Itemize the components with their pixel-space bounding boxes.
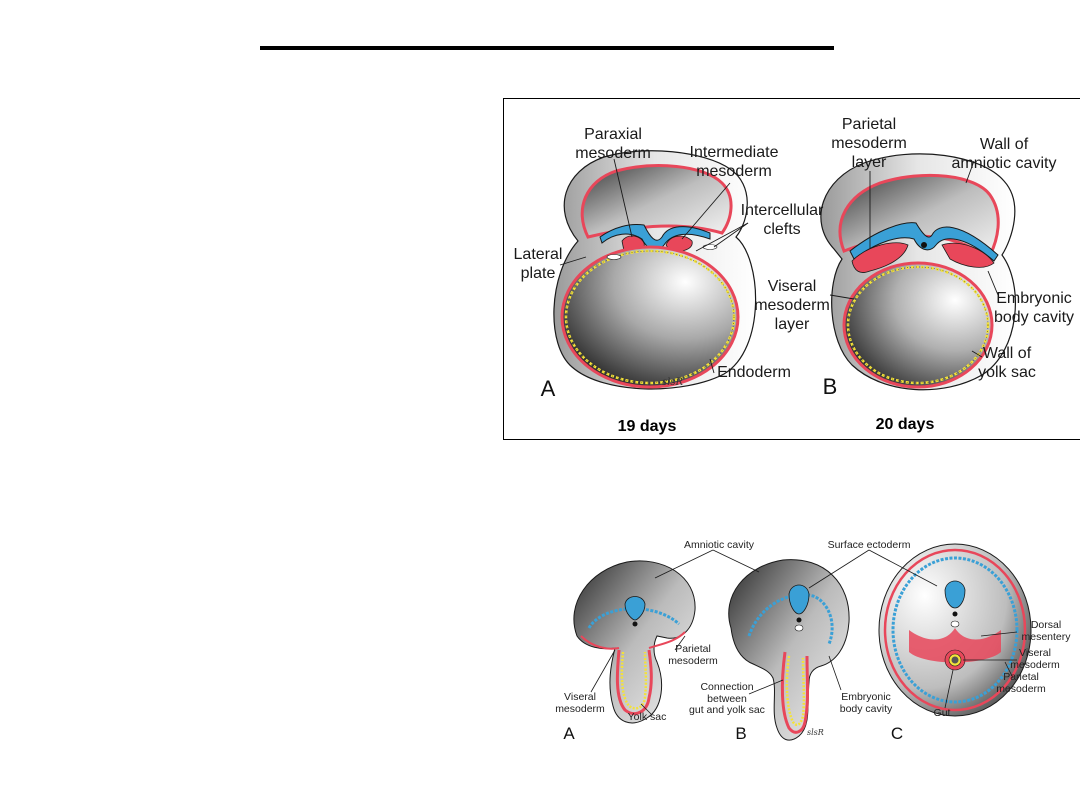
label-paraxial-mesoderm: Paraxial mesoderm <box>575 126 651 162</box>
label-viseral-mesoderm-c: Viseral mesoderm <box>1010 647 1060 671</box>
figure-top-drawing <box>553 150 1016 391</box>
label-parietal-mesoderm-a: Parietal mesoderm <box>668 643 718 667</box>
label-viseral-mesoderm-a: Viseral mesoderm <box>555 691 605 715</box>
label-parietal-mesoderm-layer: Parietal mesoderm layer <box>831 116 907 171</box>
label-viseral-mesoderm-layer: Viseral mesoderm layer <box>754 278 830 333</box>
label-endoderm: Endoderm <box>717 364 791 381</box>
label-yolk-sac: Yolk sac <box>627 711 667 723</box>
title-underline <box>260 46 834 50</box>
bottom-panel-b-letter: B <box>735 724 747 743</box>
label-lateral-plate: Lateral plate <box>513 246 563 282</box>
label-intercellular-clefts: Intercellular clefts <box>740 202 824 238</box>
label-connection-gut-yolk-sac: Connection between gut and yolk sac <box>689 681 765 716</box>
label-surface-ectoderm: Surface ectoderm <box>827 539 911 551</box>
panel-a-embryo <box>553 150 757 390</box>
label-embryonic-body-cavity: Embryonic body cavity <box>993 290 1075 326</box>
label-embryonic-body-cavity: Embryonic body cavity <box>839 691 893 715</box>
label-wall-of-amniotic-cavity: Wall of amniotic cavity <box>951 136 1057 172</box>
bottom-panel-a-letter: A <box>563 724 575 743</box>
label-parietal-mesoderm-c: Parietal mesoderm <box>996 671 1046 695</box>
label-dorsal-mesentery: Dorsal mesentery <box>1021 619 1071 643</box>
label-amniotic-cavity: Amniotic cavity <box>683 539 755 551</box>
caption-20-days: 20 days <box>875 416 935 433</box>
panel-a-letter: A <box>540 376 556 401</box>
artist-signature-a: slsR <box>662 377 683 388</box>
figure-bottom-drawing <box>573 543 1032 741</box>
label-gut: Gut <box>933 707 951 719</box>
label-intermediate-mesoderm: Intermediate mesoderm <box>689 144 779 180</box>
bottom-panel-c <box>878 543 1032 717</box>
figure-mesoderm-19-20-days: Paraxial mesoderm Intermediate mesoderm … <box>503 98 1080 440</box>
caption-19-days: 19 days <box>617 418 677 435</box>
label-wall-of-yolk-sac: Wall of yolk sac <box>978 345 1036 381</box>
panel-b-embryo <box>820 153 1016 391</box>
panel-b-letter: B <box>822 374 838 399</box>
figure-body-cavity-folding: Amniotic cavity Surface ectoderm Parieta… <box>545 532 1080 747</box>
bottom-panel-b <box>728 559 850 741</box>
bottom-panel-c-letter: C <box>890 724 904 743</box>
artist-signature-b: slsR <box>807 728 824 737</box>
bottom-panel-a <box>573 560 696 724</box>
